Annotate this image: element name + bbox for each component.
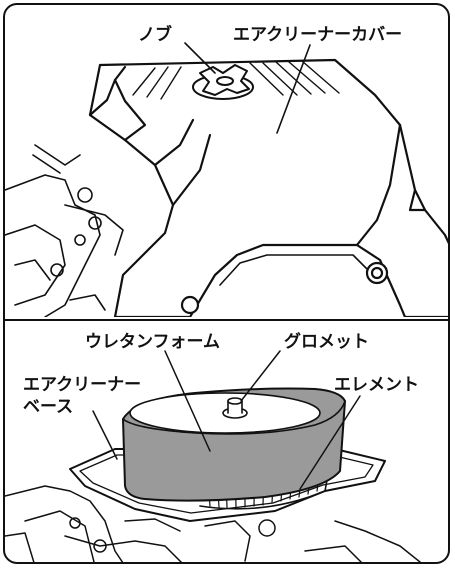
engine-parts-left [5, 144, 124, 317]
element-label: エレメント [334, 375, 419, 395]
cover-label: エアクリーナーカバー [233, 25, 403, 45]
base-leader-line [92, 410, 118, 460]
cover-leader-line [276, 44, 311, 134]
knob-shape [192, 64, 254, 100]
air-cleaner-cover [88, 58, 448, 317]
grommet-label: グロメット [284, 332, 369, 352]
base-label-line1: エアクリーナー [23, 375, 142, 395]
top-panel-illustration [5, 42, 448, 317]
knob-leader-line [184, 42, 216, 74]
grommet-leader-line [240, 350, 281, 402]
foam-label: ウレタンフォーム [85, 332, 220, 352]
bottom-panel-illustration [5, 350, 422, 562]
element-leader-line [299, 395, 361, 490]
base-label-line2: ベース [23, 397, 74, 417]
knob-label: ノブ [138, 25, 172, 45]
panel-divider [5, 319, 448, 321]
figure-frame: ノブ エアクリーナーカバー ウレタンフォーム グロメット エアクリーナー ベース… [3, 3, 450, 564]
engine-parts-bottom [5, 485, 422, 562]
foam-leader-line [164, 350, 211, 452]
grommet-shape [222, 397, 248, 419]
